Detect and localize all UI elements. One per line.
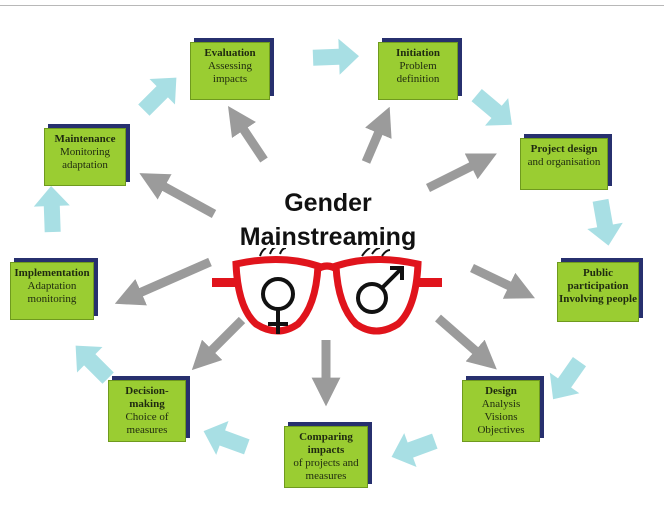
node-maintenance: Maintenance Monitoring adaptation [44, 128, 126, 186]
node-implementation: Implementation Adaptation monitoring [10, 262, 94, 320]
node-line: adaptation [62, 159, 108, 171]
node-title: Maintenance [54, 133, 116, 145]
node-design: Design Analysis Visions Objectives [462, 380, 540, 442]
cycle-arrow-3 [587, 198, 623, 246]
radial-arrow-evaluation [228, 106, 268, 163]
node-title: Implementation [14, 267, 90, 279]
male-symbol-icon [356, 266, 404, 314]
node-line: Problem [399, 60, 437, 72]
radial-arrow-maintenance [139, 173, 217, 218]
center-title: Gender Mainstreaming [228, 186, 428, 254]
node-line: Assessing [207, 60, 252, 72]
top-divider [0, 5, 664, 6]
node-title: Evaluation [204, 47, 256, 59]
radial-arrow-initiation [361, 106, 392, 164]
radial-arrow-implementation [114, 257, 212, 306]
radial-arrows [114, 106, 535, 407]
node-initiation: Initiation Problem definition [378, 42, 458, 100]
node-line: of projects and [293, 457, 359, 469]
female-symbol-icon [261, 277, 295, 334]
radial-arrow-project-design [425, 153, 497, 193]
cycle-arrow-2 [471, 89, 512, 126]
cycle-arrow-1 [312, 38, 359, 75]
node-line: Choice of [125, 411, 169, 423]
node-title: Comparing impacts [299, 431, 353, 456]
node-project-design: Project design and organisation [520, 138, 608, 190]
node-line: Visions [484, 411, 518, 423]
radial-arrow-decision-making [191, 316, 246, 371]
node-line: definition [396, 73, 440, 85]
node-title: Project design [530, 143, 598, 155]
node-comparing-impacts: Comparing impacts of projects and measur… [284, 426, 368, 488]
cycle-arrow-7 [75, 345, 114, 384]
center-title-line2: Mainstreaming [239, 223, 417, 251]
node-title: Design [485, 385, 517, 397]
node-title: Initiation [395, 47, 440, 59]
node-line: Adaptation [27, 280, 77, 292]
cycle-arrow-4 [549, 357, 587, 400]
node-line: Objectives [477, 424, 525, 436]
node-line: Analysis [481, 398, 521, 410]
node-public-participation: Public participation Involving people [557, 262, 639, 322]
radial-arrow-public-participation [470, 263, 535, 299]
node-title: Public participation Involving people [559, 267, 637, 305]
cycle-arrow-6 [203, 421, 250, 455]
node-line: monitoring [27, 293, 77, 305]
cycle-arrow-8 [33, 186, 70, 233]
node-evaluation: Evaluation Assessing impacts [190, 42, 270, 100]
node-line: impacts [212, 73, 248, 85]
cycle-arrow-9 [138, 77, 177, 116]
cycle-arrows [33, 38, 623, 467]
center-title-line1: Gender [284, 189, 372, 217]
cycle-arrow-5 [391, 433, 438, 467]
node-line: and organisation [527, 156, 601, 168]
node-decision-making: Decision-making Choice of measures [108, 380, 186, 442]
node-line: measures [126, 424, 168, 436]
gender-glasses-icon [212, 248, 442, 335]
node-line: measures [305, 470, 347, 482]
radial-arrow-design [435, 314, 497, 370]
node-line: Monitoring [59, 146, 111, 158]
node-title: Decision-making [125, 385, 169, 410]
